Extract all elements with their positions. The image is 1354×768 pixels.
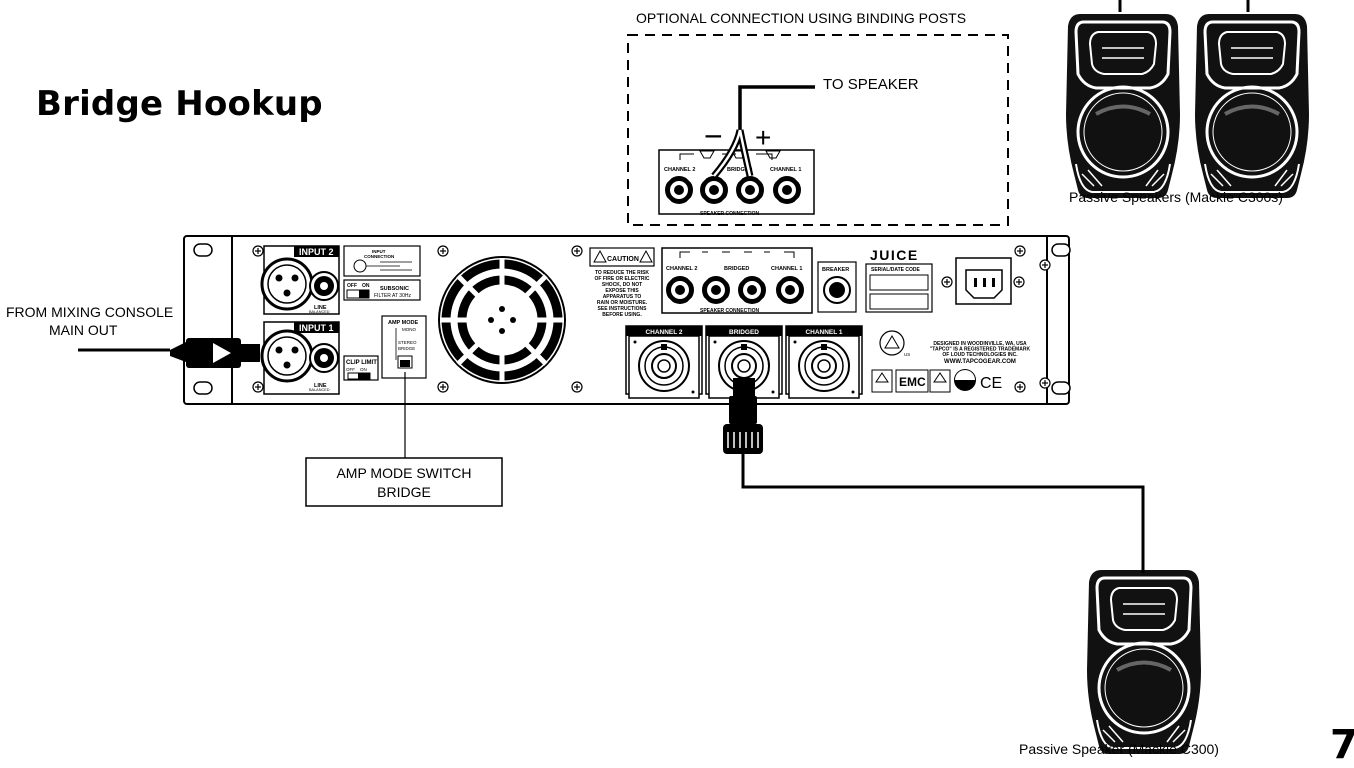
- svg-text:BRIDGED: BRIDGED: [724, 266, 749, 272]
- fan-grille: [438, 256, 566, 384]
- svg-text:CHANNEL 1: CHANNEL 1: [805, 329, 842, 336]
- svg-text:CE: CE: [980, 375, 1002, 392]
- caution-lines-line: EXPOSE THIS: [605, 288, 639, 294]
- caution-lines-line: OF FIRE OR ELECTRIC: [595, 276, 650, 282]
- minus-sign: −: [704, 118, 723, 154]
- svg-text:STEREO: STEREO: [398, 340, 417, 345]
- svg-text:EMC: EMC: [899, 375, 926, 389]
- main-out-label: MAIN OUT: [49, 322, 118, 338]
- svg-text:BRIDGED: BRIDGED: [727, 167, 752, 173]
- svg-text:OFF: OFF: [347, 283, 357, 289]
- svg-text:CHANNEL 2: CHANNEL 2: [664, 167, 695, 173]
- svg-text:LINE: LINE: [314, 383, 327, 389]
- svg-text:BRIDGE: BRIDGE: [398, 346, 415, 351]
- svg-text:US: US: [904, 352, 910, 357]
- designed-lines-line: DESIGNED IN WOODINVILLE, WA, USA: [933, 341, 1027, 347]
- amp-mode-callout-box: [305, 457, 503, 507]
- svg-text:SPEAKER CONNECTION: SPEAKER CONNECTION: [700, 211, 760, 217]
- svg-text:BALANCED: BALANCED: [309, 310, 330, 314]
- passive-speaker-right: [1193, 12, 1311, 200]
- svg-text:ON: ON: [362, 283, 370, 289]
- plus-sign: +: [755, 122, 772, 153]
- svg-text:INPUT 2: INPUT 2: [299, 247, 334, 257]
- optional-connection-box: [627, 34, 1009, 226]
- passive-speakers-pair-label: Passive Speakers (Mackie C300s): [1069, 189, 1283, 205]
- from-console-label: FROM MIXING CONSOLE: [6, 304, 174, 320]
- amp-mode-callout-line2: BRIDGE: [377, 484, 431, 500]
- svg-text:FILTER AT 30Hz: FILTER AT 30Hz: [374, 293, 411, 299]
- svg-text:WWW.TAPCOGEAR.COM: WWW.TAPCOGEAR.COM: [944, 359, 1016, 365]
- binding-post-panel: CHANNEL 2 BRIDGED CHANNEL 1 SPEAKER CONN…: [658, 149, 815, 217]
- svg-text:SUBSONIC: SUBSONIC: [380, 286, 409, 292]
- svg-text:BREAKER: BREAKER: [822, 267, 849, 273]
- passive-speaker-single-label: Passive Speaker (Mackie C300): [1019, 741, 1219, 757]
- svg-text:INPUT: INPUT: [372, 249, 386, 254]
- svg-text:AMP MODE: AMP MODE: [388, 320, 418, 326]
- svg-text:SERIAL/DATE CODE: SERIAL/DATE CODE: [871, 267, 920, 273]
- svg-text:CHANNEL 1: CHANNEL 1: [770, 167, 801, 173]
- svg-text:JUICE: JUICE: [870, 247, 919, 263]
- svg-text:CHANNEL 2: CHANNEL 2: [666, 266, 697, 272]
- passive-speaker-single: [1085, 568, 1203, 756]
- caution-lines-line: TO REDUCE THE RISK: [595, 270, 649, 276]
- svg-text:CHANNEL 2: CHANNEL 2: [645, 329, 682, 336]
- caution-lines-line: BEFORE USING.: [602, 312, 642, 318]
- svg-text:INPUT 1: INPUT 1: [299, 323, 334, 333]
- svg-text:BRIDGED: BRIDGED: [729, 329, 759, 336]
- svg-text:LINE: LINE: [314, 305, 327, 311]
- svg-text:SPEAKER CONNECTION: SPEAKER CONNECTION: [700, 308, 760, 314]
- caution-lines-line: SEE INSTRUCTIONS: [598, 306, 648, 312]
- caution-lines-line: APPARATUS TO: [603, 294, 642, 300]
- svg-text:CLIP LIMIT: CLIP LIMIT: [346, 360, 377, 366]
- svg-text:MONO: MONO: [402, 327, 416, 332]
- svg-text:CHANNEL 1: CHANNEL 1: [771, 266, 802, 272]
- amp-mode-callout-line1: AMP MODE SWITCH: [336, 465, 472, 481]
- svg-text:CONNECTION: CONNECTION: [364, 254, 394, 259]
- optional-connection-label: OPTIONAL CONNECTION USING BINDING POSTS: [636, 10, 967, 26]
- page-title: Bridge Hookup: [36, 84, 323, 124]
- amplifier-rear-panel: INPUT 2 LINE BALANCED INPUT CONNECTION O…: [183, 235, 1071, 405]
- svg-text:OFF: OFF: [346, 367, 355, 372]
- svg-text:ON: ON: [360, 367, 367, 372]
- passive-speaker-left: [1064, 12, 1182, 200]
- caution-lines-line: SHOCK, DO NOT: [602, 282, 642, 288]
- designed-lines-line: "TAPCO" IS A REGISTERED TRADEMARK: [930, 347, 1031, 353]
- to-speaker-label: TO SPEAKER: [823, 76, 919, 93]
- caution-lines-line: RAIN OR MOISTURE.: [597, 300, 648, 306]
- svg-text:CAUTION: CAUTION: [607, 256, 639, 263]
- svg-text:BALANCED: BALANCED: [309, 388, 330, 392]
- page-number: 7: [1330, 722, 1354, 768]
- designed-lines-line: OF LOUD TECHNOLOGIES INC.: [942, 352, 1018, 358]
